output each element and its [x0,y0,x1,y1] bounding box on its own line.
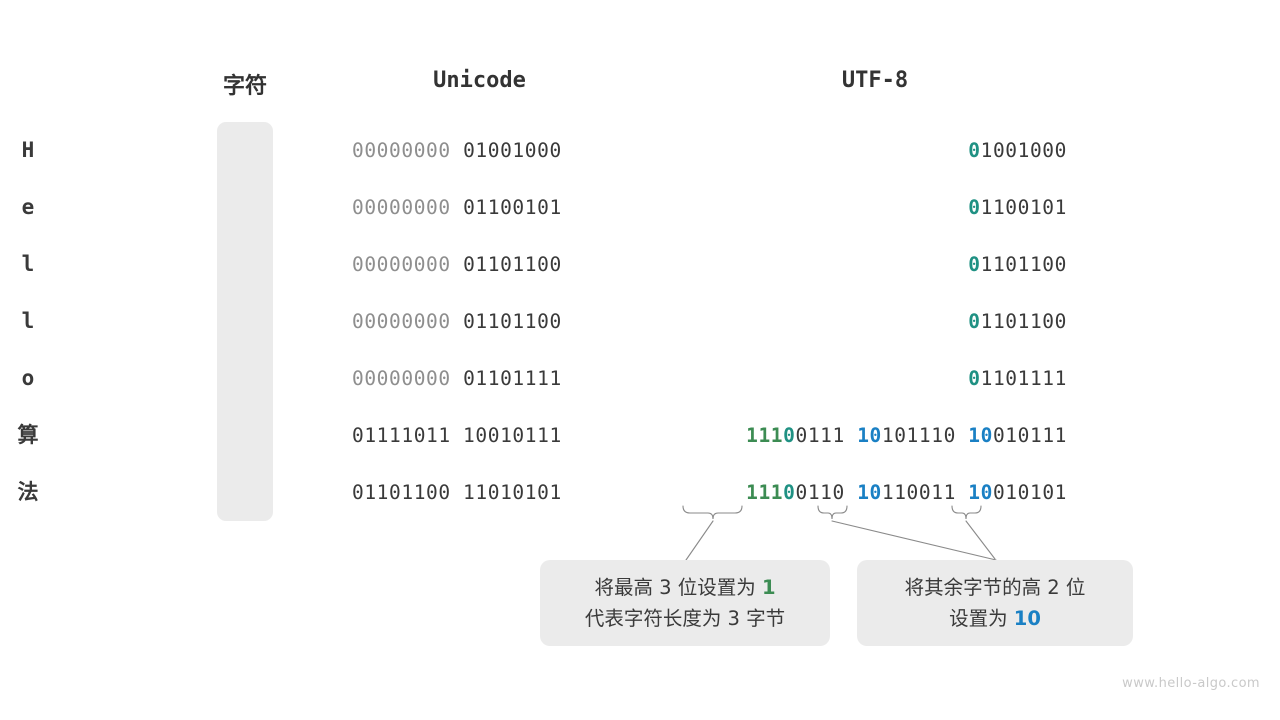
utf8-bit-segment: 10 [968,481,993,504]
utf8-binary-value: 01101100 [667,293,1067,350]
utf8-bit-segment: 0110 [795,481,858,504]
annotation-line: 代表字符长度为 3 字节 [585,603,785,634]
character-cell: l [21,252,35,276]
column-header-unicode: Unicode [433,68,526,93]
unicode-low-bytes: 01101100 [463,310,562,333]
unicode-binary-value: 00000000 01100101 [352,179,608,236]
utf8-bit-segment: 010111 [992,424,1067,447]
utf8-bit-segment: 0 [783,424,796,447]
utf8-bit-segment: 0 [783,481,796,504]
utf8-bit-segment: 1101111 [980,367,1067,390]
annotation-line: 将最高 3 位设置为 1 [594,572,775,603]
annotation-highlight: 1 [761,576,776,599]
character-cell: 算 [17,423,39,447]
unicode-low-bytes: 01111011 10010111 [352,424,562,447]
annotation-text: 将最高 3 位设置为 [594,576,762,599]
utf8-bit-segment: 0 [968,139,981,162]
utf8-bit-segment: 0 [968,367,981,390]
utf8-bit-segment: 0 [968,196,981,219]
utf8-bit-segment: 1100101 [980,196,1067,219]
utf8-bit-segment: 0 [968,310,981,333]
utf8-binary-value: 11100111 10101110 10010111 [667,407,1067,464]
character-column-box [217,122,273,521]
annotation-text: 代表字符长度为 3 字节 [584,607,786,630]
unicode-low-bytes: 01001000 [463,139,562,162]
utf8-bit-segment: 1101100 [980,310,1067,333]
character-cell: e [21,195,35,219]
utf8-bit-segment: 010101 [992,481,1067,504]
unicode-low-bytes: 01100101 [463,196,562,219]
annotation-line: 将其余字节的高 2 位 [905,572,1086,603]
unicode-binary-value: 00000000 01101111 [352,350,608,407]
column-header-utf8: UTF-8 [841,68,909,93]
utf8-bit-segment: 111 [746,481,784,504]
unicode-low-bytes: 01101100 11010101 [352,481,562,504]
column-header-character: 字符 [222,74,267,99]
utf8-bit-segment: 1001000 [980,139,1067,162]
utf8-bit-segment: 110011 [881,481,969,504]
utf8-bit-segment: 0 [968,253,981,276]
utf8-binary-value: 01100101 [667,179,1067,236]
utf8-binary-value: 01101111 [667,350,1067,407]
character-cell: 法 [17,480,39,504]
utf8-binary-value: 11100110 10110011 10010101 [667,464,1067,521]
utf8-bit-segment: 101110 [881,424,969,447]
character-cell: H [21,138,35,162]
annotation-text: 设置为 [949,607,1014,630]
unicode-binary-value: 00000000 01001000 [352,122,608,179]
unicode-binary-value: 01101100 11010101 [352,464,608,521]
annotation-text: 将其余字节的高 2 位 [904,576,1086,599]
unicode-high-byte: 00000000 [352,367,464,390]
unicode-binary-value: 00000000 01101100 [352,293,608,350]
annotation-line: 设置为 10 [949,603,1041,634]
unicode-low-bytes: 01101111 [463,367,562,390]
unicode-high-byte: 00000000 [352,196,464,219]
utf8-bit-segment: 10 [857,424,882,447]
watermark: www.hello-algo.com [1122,676,1260,691]
unicode-low-bytes: 01101100 [463,253,562,276]
utf8-bit-segment: 111 [746,424,784,447]
utf8-bit-segment: 1101100 [980,253,1067,276]
unicode-high-byte: 00000000 [352,253,464,276]
unicode-binary-value: 01111011 10010111 [352,407,608,464]
utf8-binary-value: 01101100 [667,236,1067,293]
annotation-callout-leading-bits: 将最高 3 位设置为 1 代表字符长度为 3 字节 [540,560,830,646]
unicode-high-byte: 00000000 [352,139,464,162]
utf8-bit-segment: 10 [968,424,993,447]
utf8-bit-segment: 10 [857,481,882,504]
annotation-callout-continuation-bits: 将其余字节的高 2 位设置为 10 [857,560,1133,646]
unicode-high-byte: 00000000 [352,310,464,333]
annotation-highlight: 10 [1013,607,1041,630]
utf8-bit-segment: 0111 [795,424,858,447]
unicode-binary-value: 00000000 01101100 [352,236,608,293]
character-cell: l [21,309,35,333]
utf8-binary-value: 01001000 [667,122,1067,179]
character-cell: o [21,366,35,390]
